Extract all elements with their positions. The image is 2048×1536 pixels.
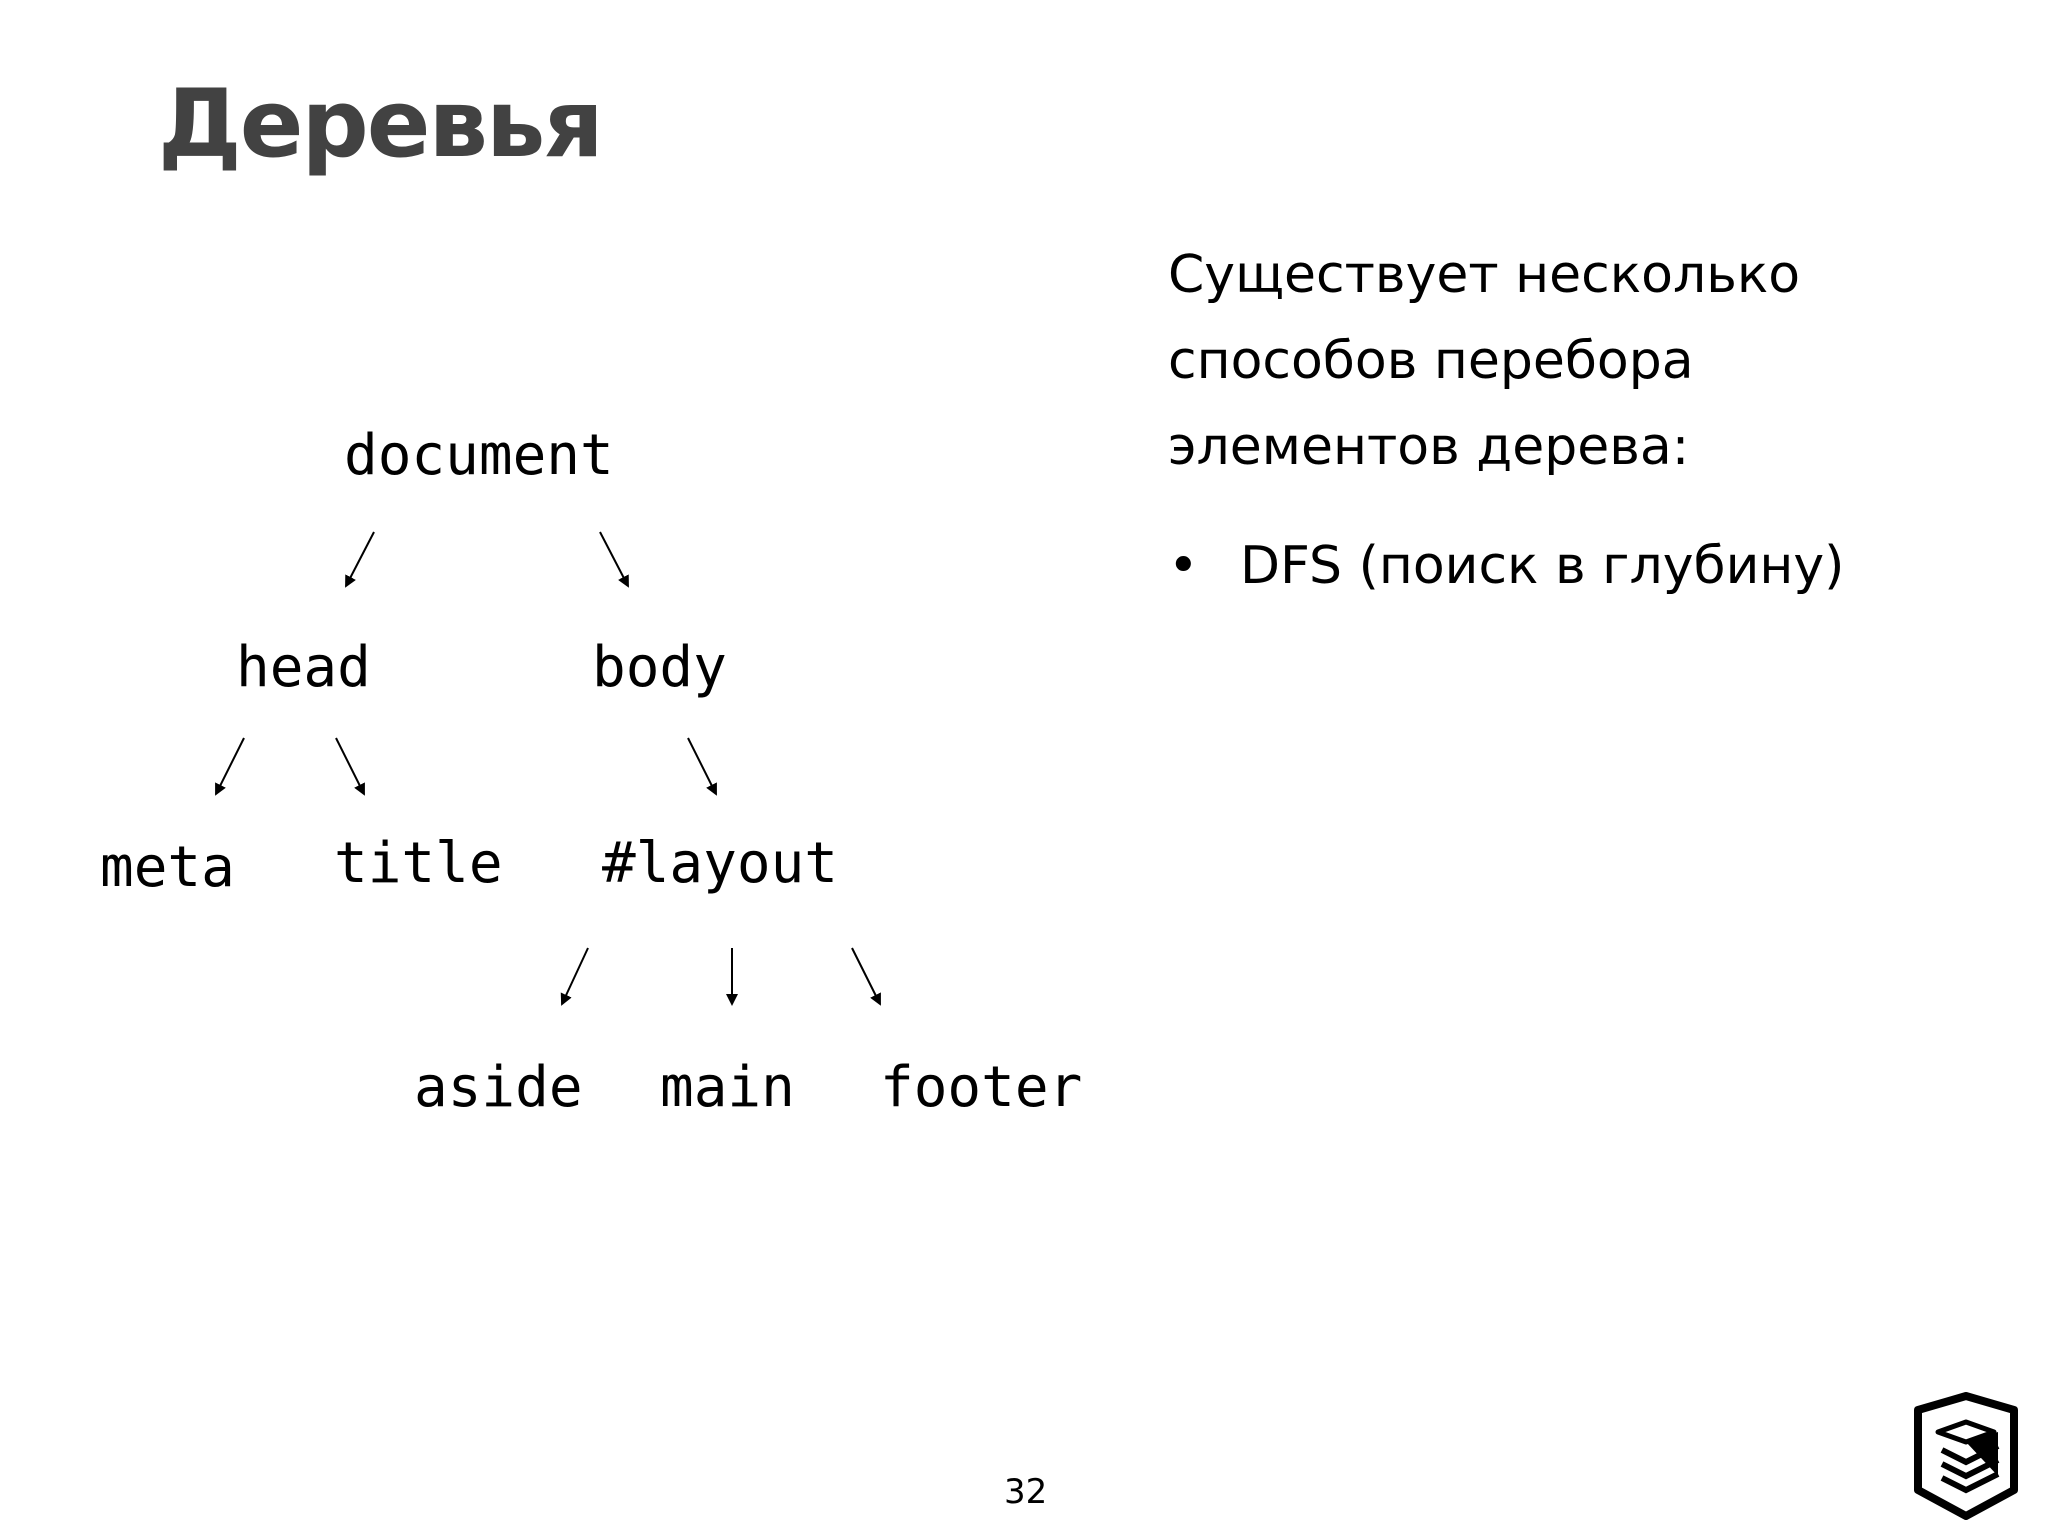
node-document: document (344, 423, 614, 488)
node-layout: #layout (602, 831, 839, 896)
description-line: способов перебора (1168, 331, 1694, 391)
description: Существует несколько способов перебора э… (1168, 232, 1928, 490)
bullet-text: DFS (поиск в глубину) (1240, 536, 1845, 596)
arrow-body-layout (687, 737, 717, 796)
page-number: 32 (1004, 1472, 1048, 1512)
description-line: Существует несколько (1168, 245, 1801, 305)
description-line: элементов дерева: (1168, 417, 1690, 477)
bullet-item: • DFS (поиск в глубину) (1168, 536, 1844, 596)
arrow-layout-aside (560, 947, 589, 1006)
node-body: body (592, 635, 727, 700)
arrow-layout-footer (851, 947, 881, 1006)
node-head: head (236, 635, 371, 700)
node-main: main (660, 1055, 795, 1120)
arrow-head-title (335, 737, 365, 796)
node-footer: footer (880, 1055, 1083, 1120)
node-meta: meta (100, 835, 235, 900)
shield-logo-icon (1914, 1392, 2018, 1520)
bullet-marker: • (1168, 536, 1199, 596)
arrow-document-head (345, 531, 375, 588)
slide-title: Деревья (158, 70, 604, 179)
arrow-head-meta (215, 737, 245, 796)
arrow-document-body (599, 531, 629, 588)
node-aside: aside (414, 1055, 583, 1120)
node-title: title (334, 831, 503, 896)
